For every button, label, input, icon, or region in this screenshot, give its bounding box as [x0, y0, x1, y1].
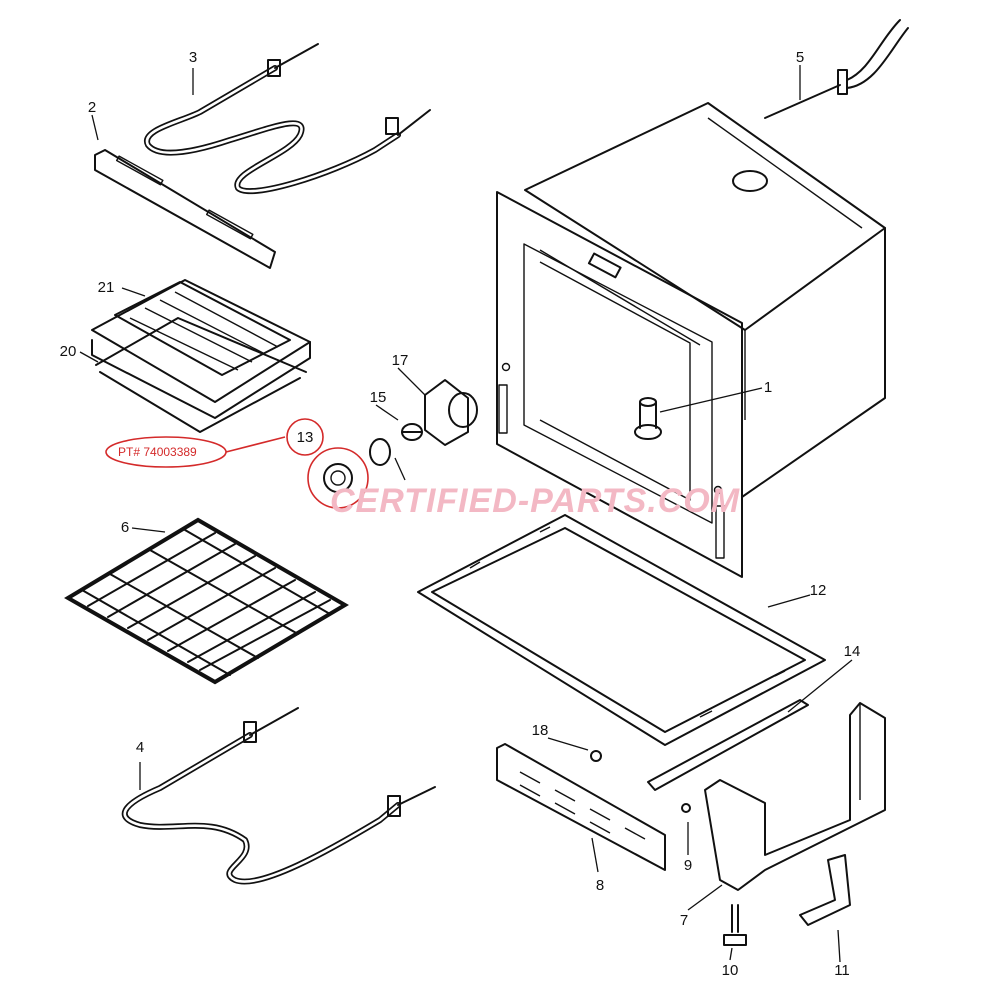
callout-6: 6: [121, 519, 129, 536]
callout-9: 9: [684, 857, 692, 874]
callout-8: 8: [596, 877, 604, 894]
leveling-bracket: [704, 702, 886, 891]
oven-rack: [64, 517, 349, 685]
callout-15: 15: [370, 389, 387, 406]
hardware-parts: [590, 750, 851, 946]
oven-light-assembly: [323, 379, 478, 493]
watermark: CERTIFIED-PARTS.COM: [330, 482, 740, 520]
leader-lines: [79, 65, 853, 963]
callout-20: 20: [60, 343, 77, 360]
callout-17: 17: [392, 352, 409, 369]
oven-bottom-tray: [417, 514, 826, 746]
callout-1: 1: [764, 379, 772, 396]
oven-cavity: [496, 102, 886, 578]
callout-3: 3: [189, 49, 197, 66]
bake-element: [121, 707, 436, 885]
callout-10: 10: [722, 962, 739, 979]
broiler-pan: [91, 279, 311, 433]
callout-12: 12: [810, 582, 827, 599]
callout-21: 21: [98, 279, 115, 296]
callout-4: 4: [136, 739, 144, 756]
callout-13: 13: [297, 429, 314, 446]
support-rail: [647, 699, 809, 791]
callout-5: 5: [796, 49, 804, 66]
part-number-label: PT# 74003389: [118, 445, 197, 459]
part-number-highlight: PT# 74003389: [105, 418, 369, 509]
callout-7: 7: [680, 912, 688, 929]
broil-element: [144, 43, 431, 195]
callout-2: 2: [88, 99, 96, 116]
element-bracket: [94, 149, 276, 269]
callout-11: 11: [834, 962, 850, 979]
callout-18: 18: [532, 722, 549, 739]
broiler-grid: [114, 281, 291, 376]
vent-panel: [496, 743, 666, 871]
callout-14: 14: [844, 643, 861, 660]
callout-numbers: 3 2 5 1 21 20 17 15 13 6 12 14 4 18 8 9 …: [60, 49, 861, 979]
temperature-sensor: [764, 19, 909, 119]
